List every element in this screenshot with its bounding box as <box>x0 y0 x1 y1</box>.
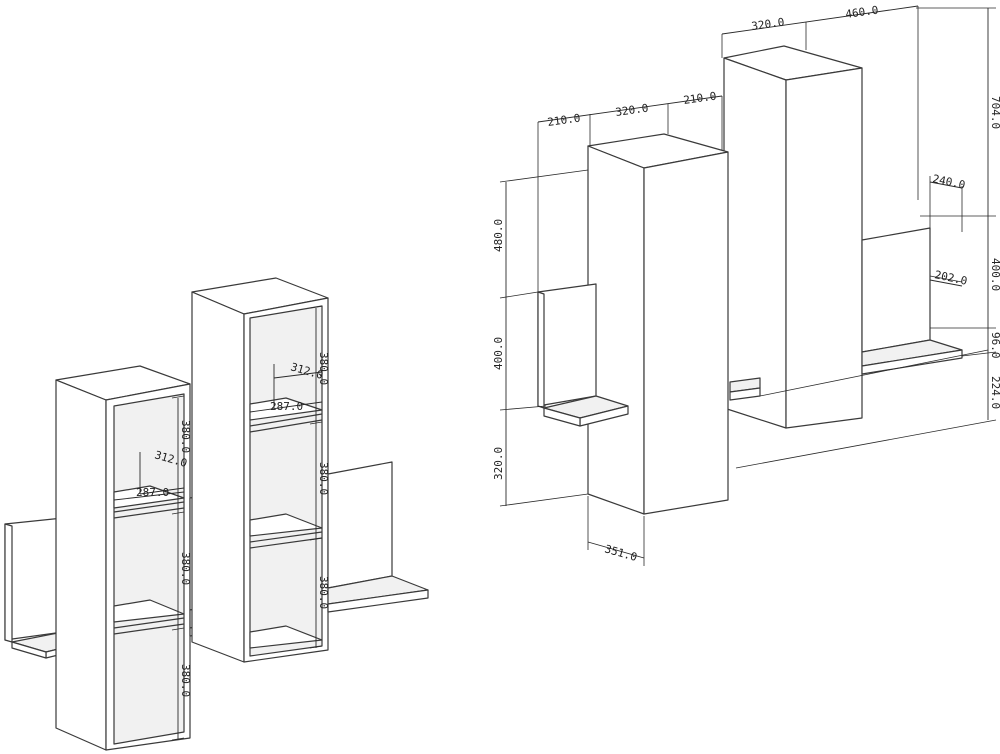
dim-320-top-label: 320.0 <box>751 15 786 32</box>
dim-704-label: 704.0 <box>989 96 1000 129</box>
dim-210-right-label: 210.0 <box>683 89 718 106</box>
dim-240-label: 240.0 <box>931 172 966 192</box>
dim-96-label: 96.0 <box>989 332 1000 359</box>
dim-320-left-label: 320.0 <box>492 447 505 480</box>
right-shelf-unit <box>861 227 963 375</box>
dim-460-top-label: 460.0 <box>845 3 880 20</box>
left-a-height2-label: 380.0 <box>179 552 192 585</box>
left-view-dimensions: 312.0 287.0 380.0 380.0 380.0 312.0 287.… <box>113 305 330 741</box>
left-a-width-label: 287.0 <box>136 486 169 499</box>
center-cabinet <box>191 277 329 663</box>
front-cabinet <box>587 133 729 515</box>
dim-351-label: 351.0 <box>603 542 638 564</box>
dim-400-right-label: 400.0 <box>989 258 1000 291</box>
right-floating-shelf <box>327 461 429 613</box>
dim-400-left-label: 400.0 <box>492 337 505 370</box>
dim-210-left-label: 210.0 <box>547 111 582 128</box>
left-b-height3-label: 380.0 <box>317 576 330 609</box>
dim-320-mid-label: 320.0 <box>615 101 650 118</box>
middle-shelf-unit <box>729 377 761 401</box>
dim-224-label: 224.0 <box>989 376 1000 409</box>
tall-cabinet <box>723 45 863 429</box>
left-a-height3-label: 380.0 <box>179 664 192 697</box>
left-b-height2-label: 380.0 <box>317 462 330 495</box>
left-shelf-assembly: 312.0 287.0 380.0 380.0 380.0 312.0 287.… <box>4 277 429 751</box>
left-cabinet <box>55 365 191 751</box>
right-shelf-assembly: 210.0 320.0 210.0 320.0 460.0 704.0 400.… <box>492 3 1000 566</box>
left-floating-shelf <box>4 517 96 659</box>
left-b-width-label: 287.0 <box>270 400 303 413</box>
dim-202-label: 202.0 <box>933 268 968 288</box>
left-shelf-unit <box>537 283 629 427</box>
left-a-height1-label: 380.0 <box>179 420 192 453</box>
left-b-height1-label: 380.0 <box>317 352 330 385</box>
dim-480-label: 480.0 <box>492 219 505 252</box>
